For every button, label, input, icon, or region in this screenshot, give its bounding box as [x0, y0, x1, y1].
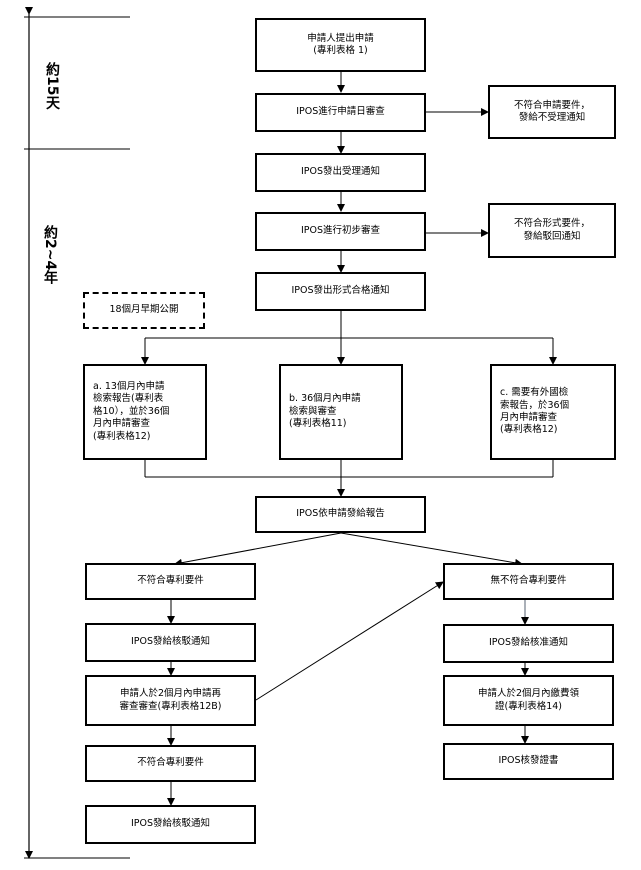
- box-reject-form: 不符合形式要件， 發給駁回通知: [488, 203, 616, 258]
- box-not-meet-1: 不符合專利要件: [85, 563, 256, 600]
- box-apply: 申請人提出申請 (專利表格 1): [255, 18, 426, 72]
- box-early-publication: 18個月早期公開: [83, 292, 205, 329]
- timeline-period-2-4-years: 約2~4年: [40, 225, 60, 284]
- box-accept-notice: IPOS發出受理通知: [255, 153, 426, 192]
- arrow-report-notmeet: [175, 533, 341, 564]
- box-option-a: a. 13個月內申請 檢索報告(專利表 格10），並於36個 月內申請審查 (專…: [83, 364, 207, 460]
- box-report: IPOS依申請發給報告: [255, 496, 426, 533]
- timeline-period-15-days: 約15天: [42, 62, 62, 109]
- box-certificate: IPOS核發證書: [443, 743, 614, 780]
- box-pay-fee: 申請人於2個月內繳費領 證(專利表格14): [443, 675, 614, 726]
- arrow-report-noissue: [341, 533, 522, 564]
- box-reject-1: IPOS發給核駁通知: [85, 623, 256, 662]
- box-date-check: IPOS進行申請日審查: [255, 93, 426, 132]
- box-reexam-request: 申請人於2個月內申請再 審查審查(專利表格12B): [85, 675, 256, 726]
- box-reject-date: 不符合申請要件， 發給不受理通知: [488, 85, 616, 139]
- arrow-reexam-noissue: [256, 582, 443, 700]
- box-approve: IPOS發給核准通知: [443, 624, 614, 663]
- box-form-ok: IPOS發出形式合格通知: [255, 272, 426, 311]
- box-reject-2: IPOS發給核駁通知: [85, 805, 256, 844]
- box-option-b: b. 36個月內申請 檢索與審查 (專利表格11): [279, 364, 403, 460]
- box-prelim-exam: IPOS進行初步審查: [255, 212, 426, 251]
- box-no-issue: 無不符合專利要件: [443, 563, 614, 600]
- box-option-c: c. 需要有外國檢 索報告，於36個 月內申請審查 (專利表格12): [490, 364, 616, 460]
- box-not-meet-2: 不符合專利要件: [85, 745, 256, 782]
